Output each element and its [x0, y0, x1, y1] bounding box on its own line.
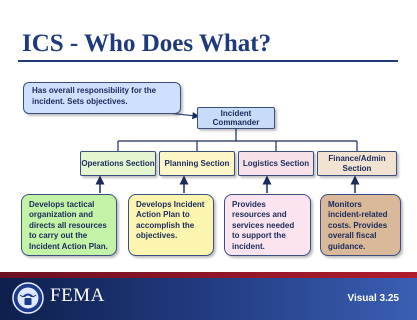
- incident-commander-callout: Has overall responsibility for the incid…: [23, 82, 181, 114]
- logistics-description: Provides resources and services needed t…: [224, 194, 311, 256]
- logistics-section-box: Logistics Section: [238, 151, 314, 176]
- visual-number-label: Visual 3.25: [347, 293, 399, 304]
- title-underline: [18, 60, 398, 62]
- incident-commander-box: Incident Commander: [197, 107, 275, 129]
- planning-section-box: Planning Section: [159, 151, 235, 176]
- operations-description: Develops tactical organization and direc…: [21, 194, 117, 256]
- fema-logo-text: FEMA: [50, 285, 105, 306]
- footer-accent-stripe: [0, 272, 417, 278]
- slide-title: ICS - Who Does What?: [22, 30, 272, 57]
- footer-bar: [0, 278, 417, 320]
- dhs-seal-icon: [12, 282, 44, 314]
- finance-admin-section-box: Finance/Admin Section: [317, 151, 397, 176]
- operations-section-box: Operations Section: [80, 151, 156, 176]
- planning-description: Develops Incident Action Plan to accompl…: [128, 194, 214, 256]
- finance-admin-description: Monitors incident-related costs. Provide…: [320, 194, 401, 256]
